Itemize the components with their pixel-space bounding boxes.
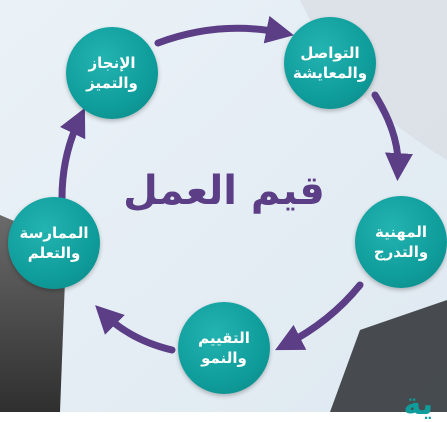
node-evaluation: التقييم والنمو xyxy=(178,302,270,394)
corner-text: ية xyxy=(403,387,433,422)
node-communication-line1: التواصل xyxy=(300,44,360,62)
node-achievement-line2: والتميز xyxy=(86,74,138,92)
arrow-practice-to-achievement xyxy=(58,107,86,202)
node-achievement-line1: الإنجاز xyxy=(88,54,136,72)
node-practice-line2: والتعلم xyxy=(27,244,81,262)
node-communication: التواصل والمعايشة xyxy=(284,17,376,109)
node-practice: الممارسة والتعلم xyxy=(8,197,100,289)
node-practice-line1: الممارسة xyxy=(19,224,89,242)
arrow-evaluation-to-practice xyxy=(95,305,176,354)
node-professionalism-line1: المهنية xyxy=(374,223,428,241)
node-professionalism-line2: والتدرج xyxy=(373,243,429,261)
node-professionalism: المهنية والتدرج xyxy=(355,196,447,288)
node-achievement: الإنجاز والتميز xyxy=(66,27,158,119)
arrow-professionalism-to-evaluation xyxy=(275,281,364,351)
work-values-diagram: قيم العمل الإنجاز والتميز التواصل والمعا… xyxy=(8,15,447,422)
diagram-title: قيم العمل xyxy=(123,168,325,214)
arrow-achievement-to-communication xyxy=(154,15,294,47)
node-evaluation-line2: والنمو xyxy=(201,349,247,367)
arrow-communication-to-professionalism xyxy=(371,91,413,182)
node-communication-line2: والمعايشة xyxy=(292,64,368,82)
node-evaluation-line1: التقييم xyxy=(198,329,250,347)
cycle-arrows xyxy=(58,15,413,354)
